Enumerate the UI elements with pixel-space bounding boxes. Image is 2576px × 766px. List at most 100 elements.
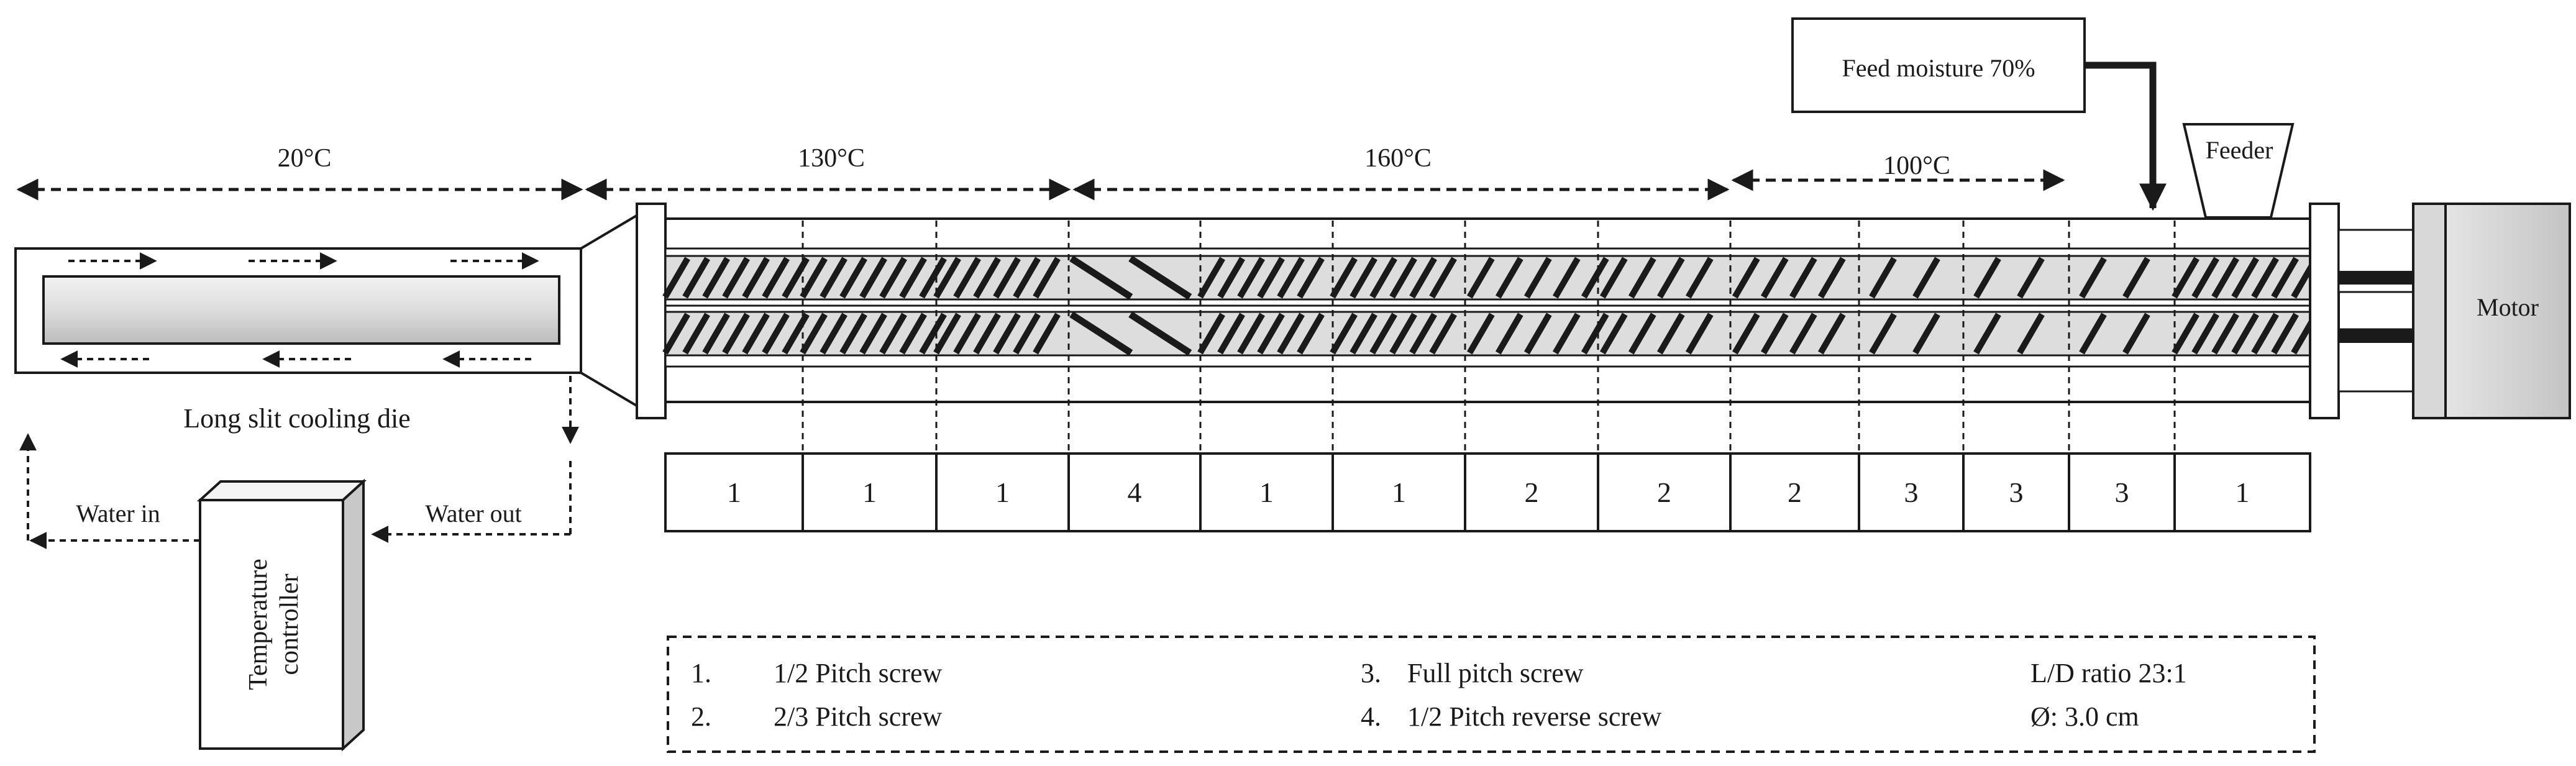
screw-flight: [1013, 312, 1041, 355]
screw-flight: [1656, 312, 1685, 355]
screw-flight: [1197, 312, 1225, 355]
screw-flight: [722, 257, 750, 299]
screw-section-label: 2: [1657, 476, 1671, 508]
screw-flight: [1350, 257, 1377, 299]
legend-text-4: 1/2 Pitch reverse screw: [1407, 701, 1662, 732]
screw-flight: [933, 257, 961, 299]
screw-flight: [2251, 312, 2279, 355]
screw-flight: [839, 257, 867, 299]
feed-moisture-arrow: [2085, 62, 2167, 211]
screw-flight: [1552, 312, 1581, 355]
barrel: [664, 217, 2311, 403]
zone-c-temperature: 100°C: [1883, 152, 1950, 180]
screw-flight: [1523, 257, 1552, 299]
screw-flight: [1869, 312, 1897, 355]
screw-flight: [800, 257, 828, 299]
screw-section-label: 4: [1128, 476, 1142, 508]
legend-text-1: 1/2 Pitch screw: [774, 658, 943, 688]
screw-flight: [899, 257, 927, 299]
screw-section-label: 3: [2115, 476, 2129, 508]
screw-flight: [1033, 312, 1061, 355]
screw-flight: [1732, 312, 1760, 355]
die-flange: [636, 203, 667, 419]
screw-flight: [1817, 312, 1846, 355]
screw-flight: [2231, 312, 2259, 355]
screw-flight: [879, 257, 907, 299]
screw-flight: [1217, 312, 1245, 355]
screw-flight: [1581, 257, 1609, 299]
screw-flight: [1599, 257, 1628, 299]
screw-section-label: 2: [1788, 476, 1802, 508]
screw-flight: [1495, 257, 1523, 299]
die-flow-arrows: [60, 252, 539, 368]
screw-flight: [1495, 312, 1523, 355]
screw-section-label: 1: [1259, 476, 1274, 508]
screw-flight: [662, 257, 690, 299]
screw-flight: [933, 312, 961, 355]
screw-flight: [1685, 312, 1714, 355]
screw-flight: [1237, 257, 1265, 299]
screw-flight: [782, 312, 810, 355]
screw-flight: [859, 257, 887, 299]
screw-flight: [782, 257, 810, 299]
screw-flight: [1429, 257, 1457, 299]
screw-flight: [722, 312, 750, 355]
screw-flight: [1197, 257, 1225, 299]
screw-flight: [1869, 257, 1897, 299]
screw-flight: [1297, 312, 1325, 355]
screw-section-box: [1067, 452, 1202, 532]
screw-flight: [1599, 312, 1628, 355]
legend-num-1: 1.: [691, 658, 711, 688]
screw-flight: [2017, 312, 2045, 355]
temperature-controller: [196, 478, 367, 752]
screw-flight: [1760, 312, 1789, 355]
feed-moisture-label: Feed moisture 70%: [1842, 54, 2035, 82]
legend-text-3: Full pitch screw: [1407, 658, 1584, 688]
screw-section-label: 1: [2236, 476, 2250, 508]
screw-flight: [1817, 257, 1846, 299]
screw-flight: [742, 257, 770, 299]
screw-flight: [1069, 311, 1133, 356]
legend-num-2: 2.: [691, 701, 711, 732]
screw-flight: [820, 312, 847, 355]
screw-flight: [762, 312, 790, 355]
screw-flight: [2017, 257, 2045, 299]
screw-flight: [1466, 312, 1495, 355]
die-transition: [580, 212, 640, 409]
die-label: Long slit cooling die: [183, 403, 410, 434]
screw-flight: [1523, 312, 1552, 355]
screw-section-box: [1199, 452, 1334, 532]
screw-flight: [1789, 312, 1817, 355]
screw-flight: [1628, 257, 1656, 299]
water-in-label: Water in: [76, 499, 160, 527]
legend-box: [667, 636, 2316, 753]
screw-flight: [762, 257, 790, 299]
screw-flight: [1409, 312, 1437, 355]
screw-flight: [2211, 257, 2239, 299]
motor-label: Motor: [2477, 293, 2539, 321]
screw-flight: [1369, 312, 1397, 355]
screw-flight: [820, 257, 847, 299]
screw-flight: [682, 312, 710, 355]
screw-flight: [1732, 257, 1760, 299]
motor-flange: [2309, 203, 2340, 419]
screw-flight: [919, 312, 947, 355]
screw-flight: [2122, 257, 2150, 299]
screw-section-label: 3: [2009, 476, 2024, 508]
screw-flight: [973, 257, 1001, 299]
screw-flight: [993, 257, 1021, 299]
screw-flight: [2122, 312, 2150, 355]
screw-flight: [2271, 312, 2299, 355]
screw-flight: [1257, 257, 1285, 299]
screw-section-box: [1858, 452, 1965, 532]
screw-flight: [993, 312, 1021, 355]
feed-moisture-box: [1791, 17, 2086, 113]
screw-flight: [859, 312, 887, 355]
screw-flight: [1466, 257, 1495, 299]
cooling-die: [14, 247, 582, 374]
screw-flight: [2231, 257, 2259, 299]
screw-flight: [953, 257, 981, 299]
screw-flight: [2079, 312, 2107, 355]
screw-flights: [662, 255, 2319, 356]
